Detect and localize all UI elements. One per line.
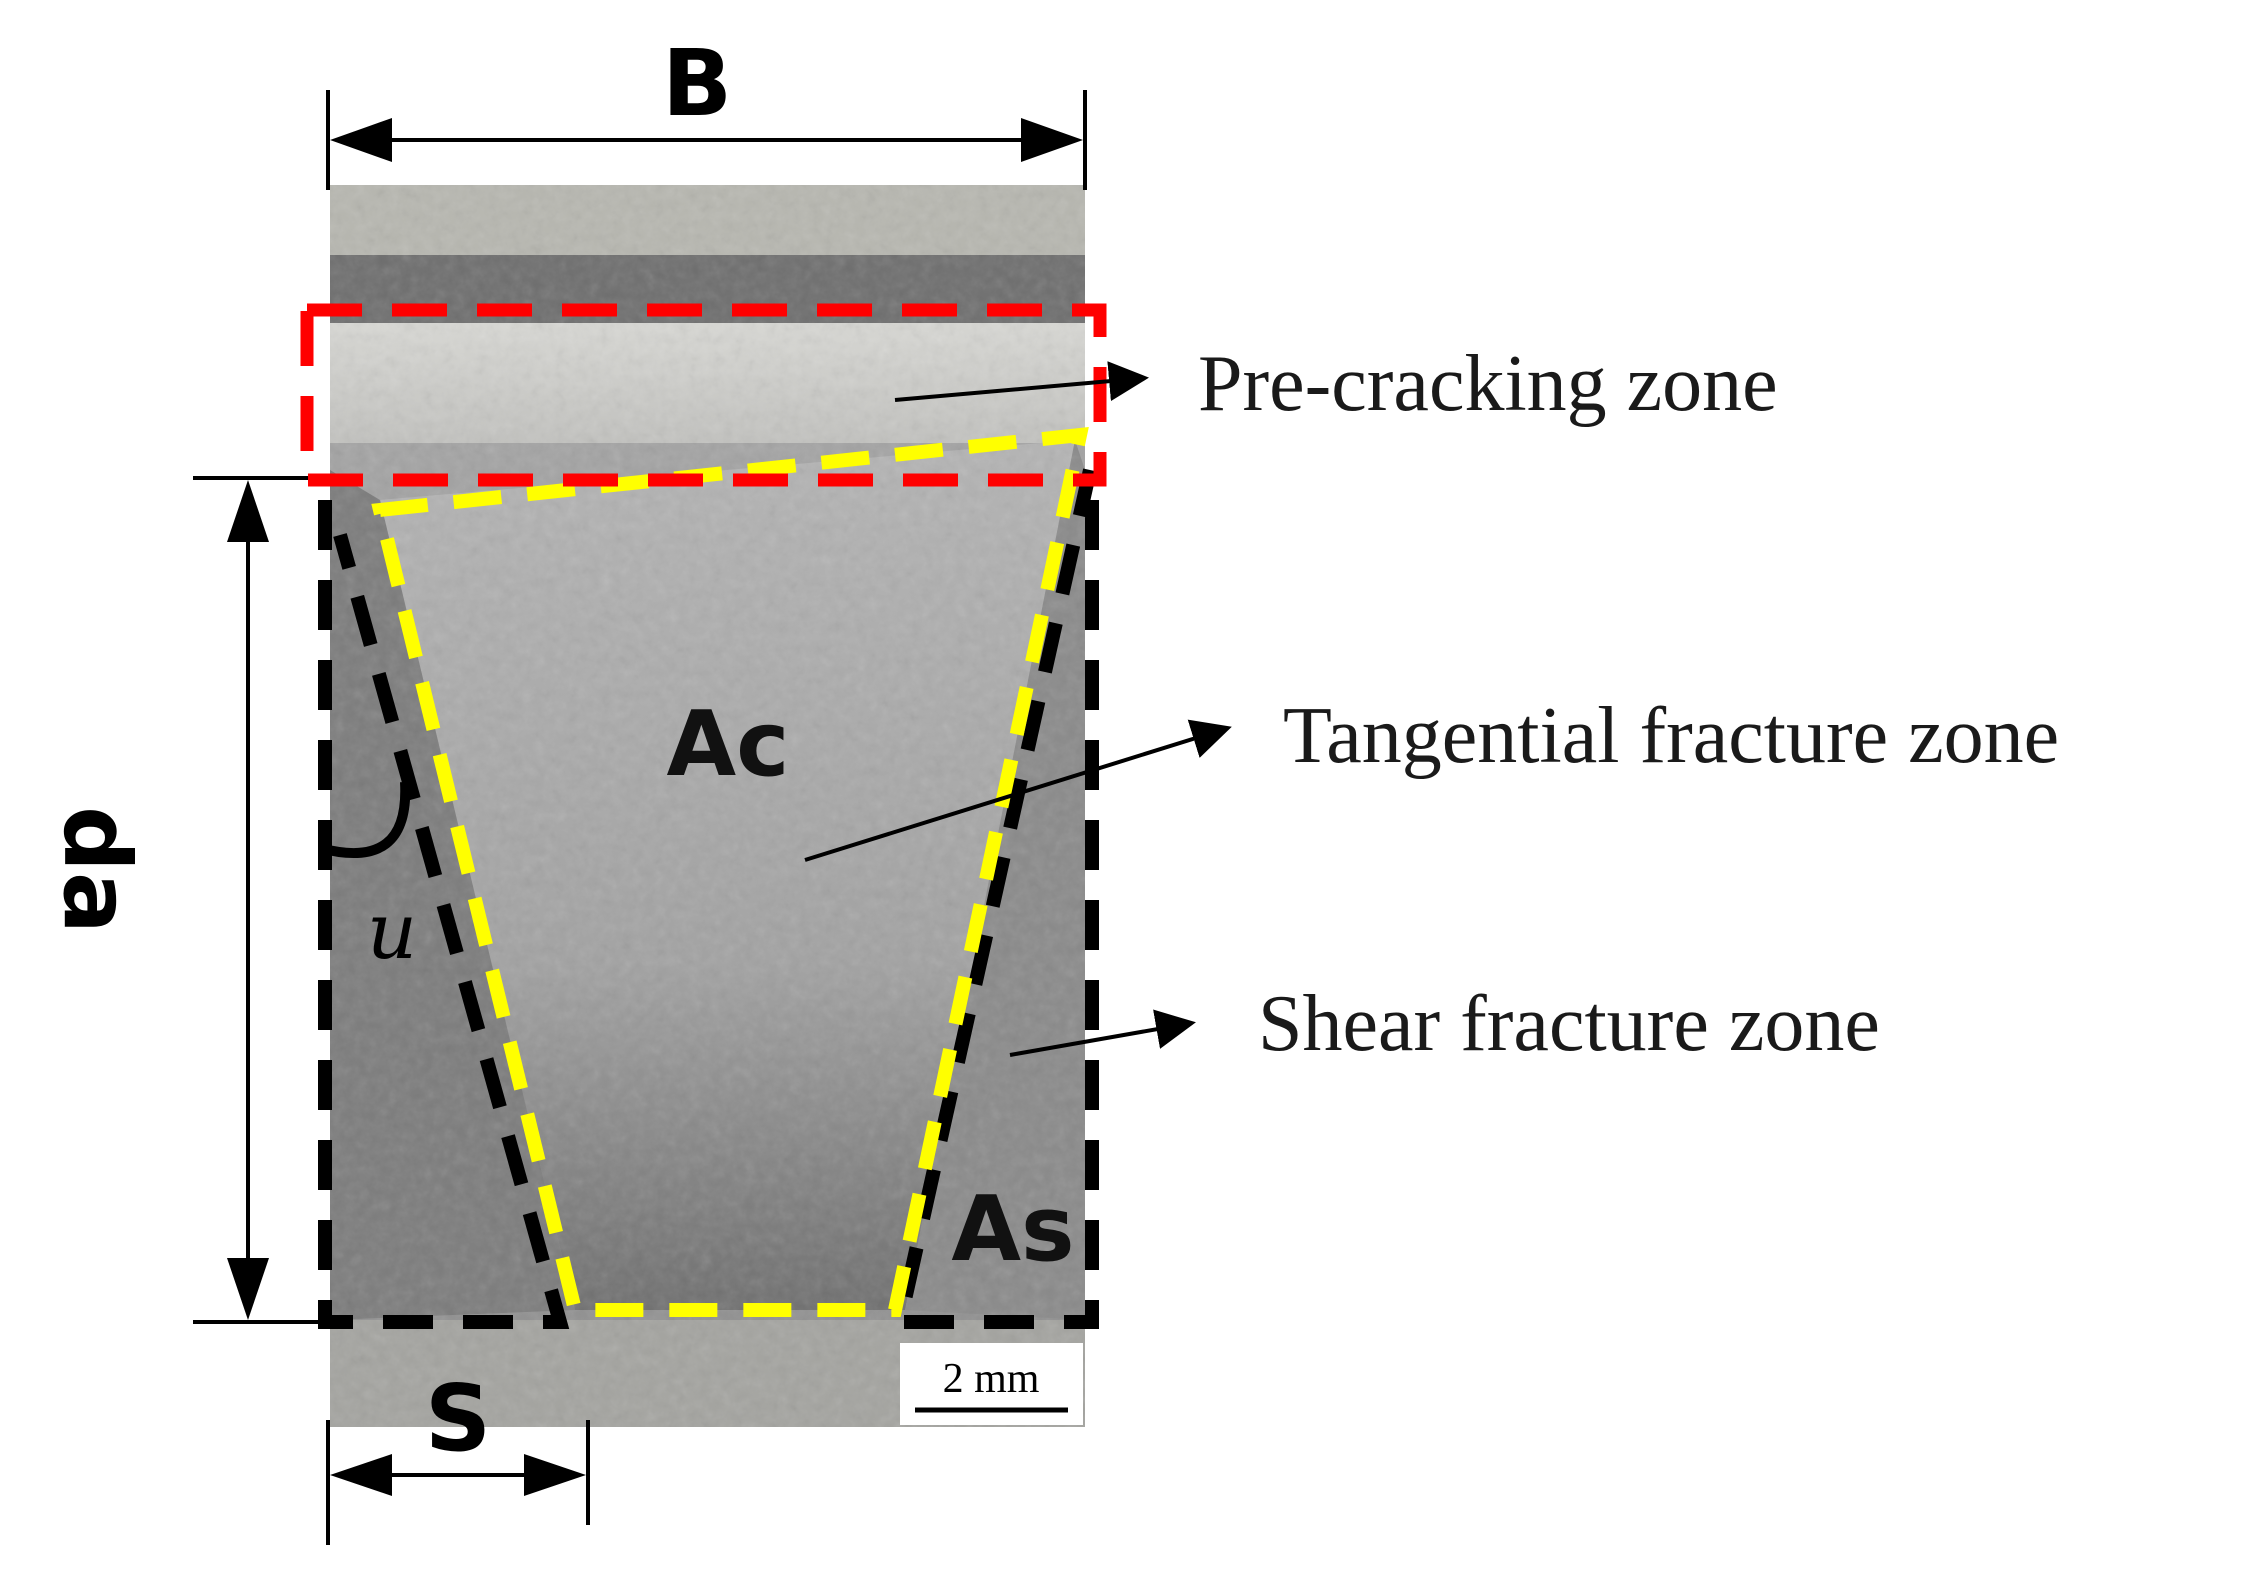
- depth-dimension: da: [43, 476, 345, 1324]
- scale-bar-label: 2 mm: [943, 1356, 1040, 1402]
- precrack-zone-label: Pre-cracking zone: [1198, 340, 1778, 428]
- depth-label: da: [43, 806, 150, 934]
- tangential-leader-arrow: [804, 719, 1232, 862]
- tangential-zone-outline: [371, 427, 1089, 1317]
- width-arrowhead-right: [1021, 118, 1083, 162]
- shear-zone-right-outline: [891, 468, 1099, 1329]
- shear-leader-arrow: [1009, 1009, 1196, 1057]
- angle-arc: [318, 781, 411, 859]
- depth-arrowhead-top: [227, 480, 269, 542]
- angle-marker: u: [318, 781, 417, 977]
- tangential-area-label: Ac: [666, 692, 789, 797]
- shear-zone-left-outline: [318, 500, 570, 1329]
- precrack-leader-arrow: [894, 361, 1149, 402]
- shear-width-label: S: [425, 1365, 491, 1472]
- shear-zone-outline: [318, 468, 1099, 1329]
- shear-area-label: As: [951, 1177, 1074, 1282]
- precrack-zone-outline: [300, 303, 1107, 487]
- angle-label: u: [367, 887, 417, 977]
- depth-arrowhead-bottom: [227, 1258, 269, 1320]
- shear-width-arrowhead-left: [330, 1454, 392, 1496]
- width-label: B: [662, 30, 732, 137]
- width-dimension: B: [326, 30, 1087, 190]
- tangential-zone-label: Tangential fracture zone: [1283, 692, 2059, 780]
- specimen-photo: [330, 185, 1085, 1427]
- scale-bar: 2 mm: [900, 1343, 1083, 1425]
- shear-zone-label: Shear fracture zone: [1258, 980, 1880, 1068]
- shear-width-arrowhead-right: [524, 1454, 586, 1496]
- leader-arrows: [804, 361, 1232, 1057]
- surface-texture: [330, 185, 1085, 1427]
- width-arrowhead-left: [330, 118, 392, 162]
- shear-width-dimension: S: [326, 1365, 590, 1545]
